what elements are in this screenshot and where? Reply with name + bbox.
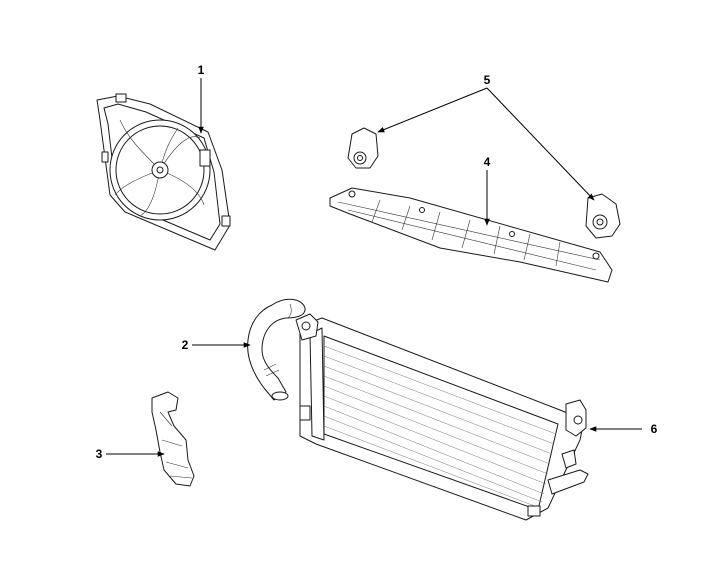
upper-hose-drawing [247, 298, 306, 401]
callout-4: 4 [484, 155, 491, 169]
upper-cover-drawing [329, 187, 613, 283]
leader-5a [377, 87, 488, 133]
fan-assembly-drawing [96, 93, 231, 251]
radiator-drawing [295, 313, 589, 521]
callout-6: 6 [651, 422, 658, 436]
radiator-fins [323, 345, 557, 509]
callout-3: 3 [96, 447, 103, 461]
mount-brackets-drawing [347, 127, 621, 239]
callout-labels: 1 2 3 4 5 6 [96, 63, 658, 461]
callout-5: 5 [484, 73, 491, 87]
callout-2: 2 [182, 338, 189, 352]
bracket-clip-drawing [151, 391, 195, 487]
callout-1: 1 [198, 63, 205, 77]
leader-lines [106, 78, 642, 457]
leader-5b [486, 87, 595, 201]
